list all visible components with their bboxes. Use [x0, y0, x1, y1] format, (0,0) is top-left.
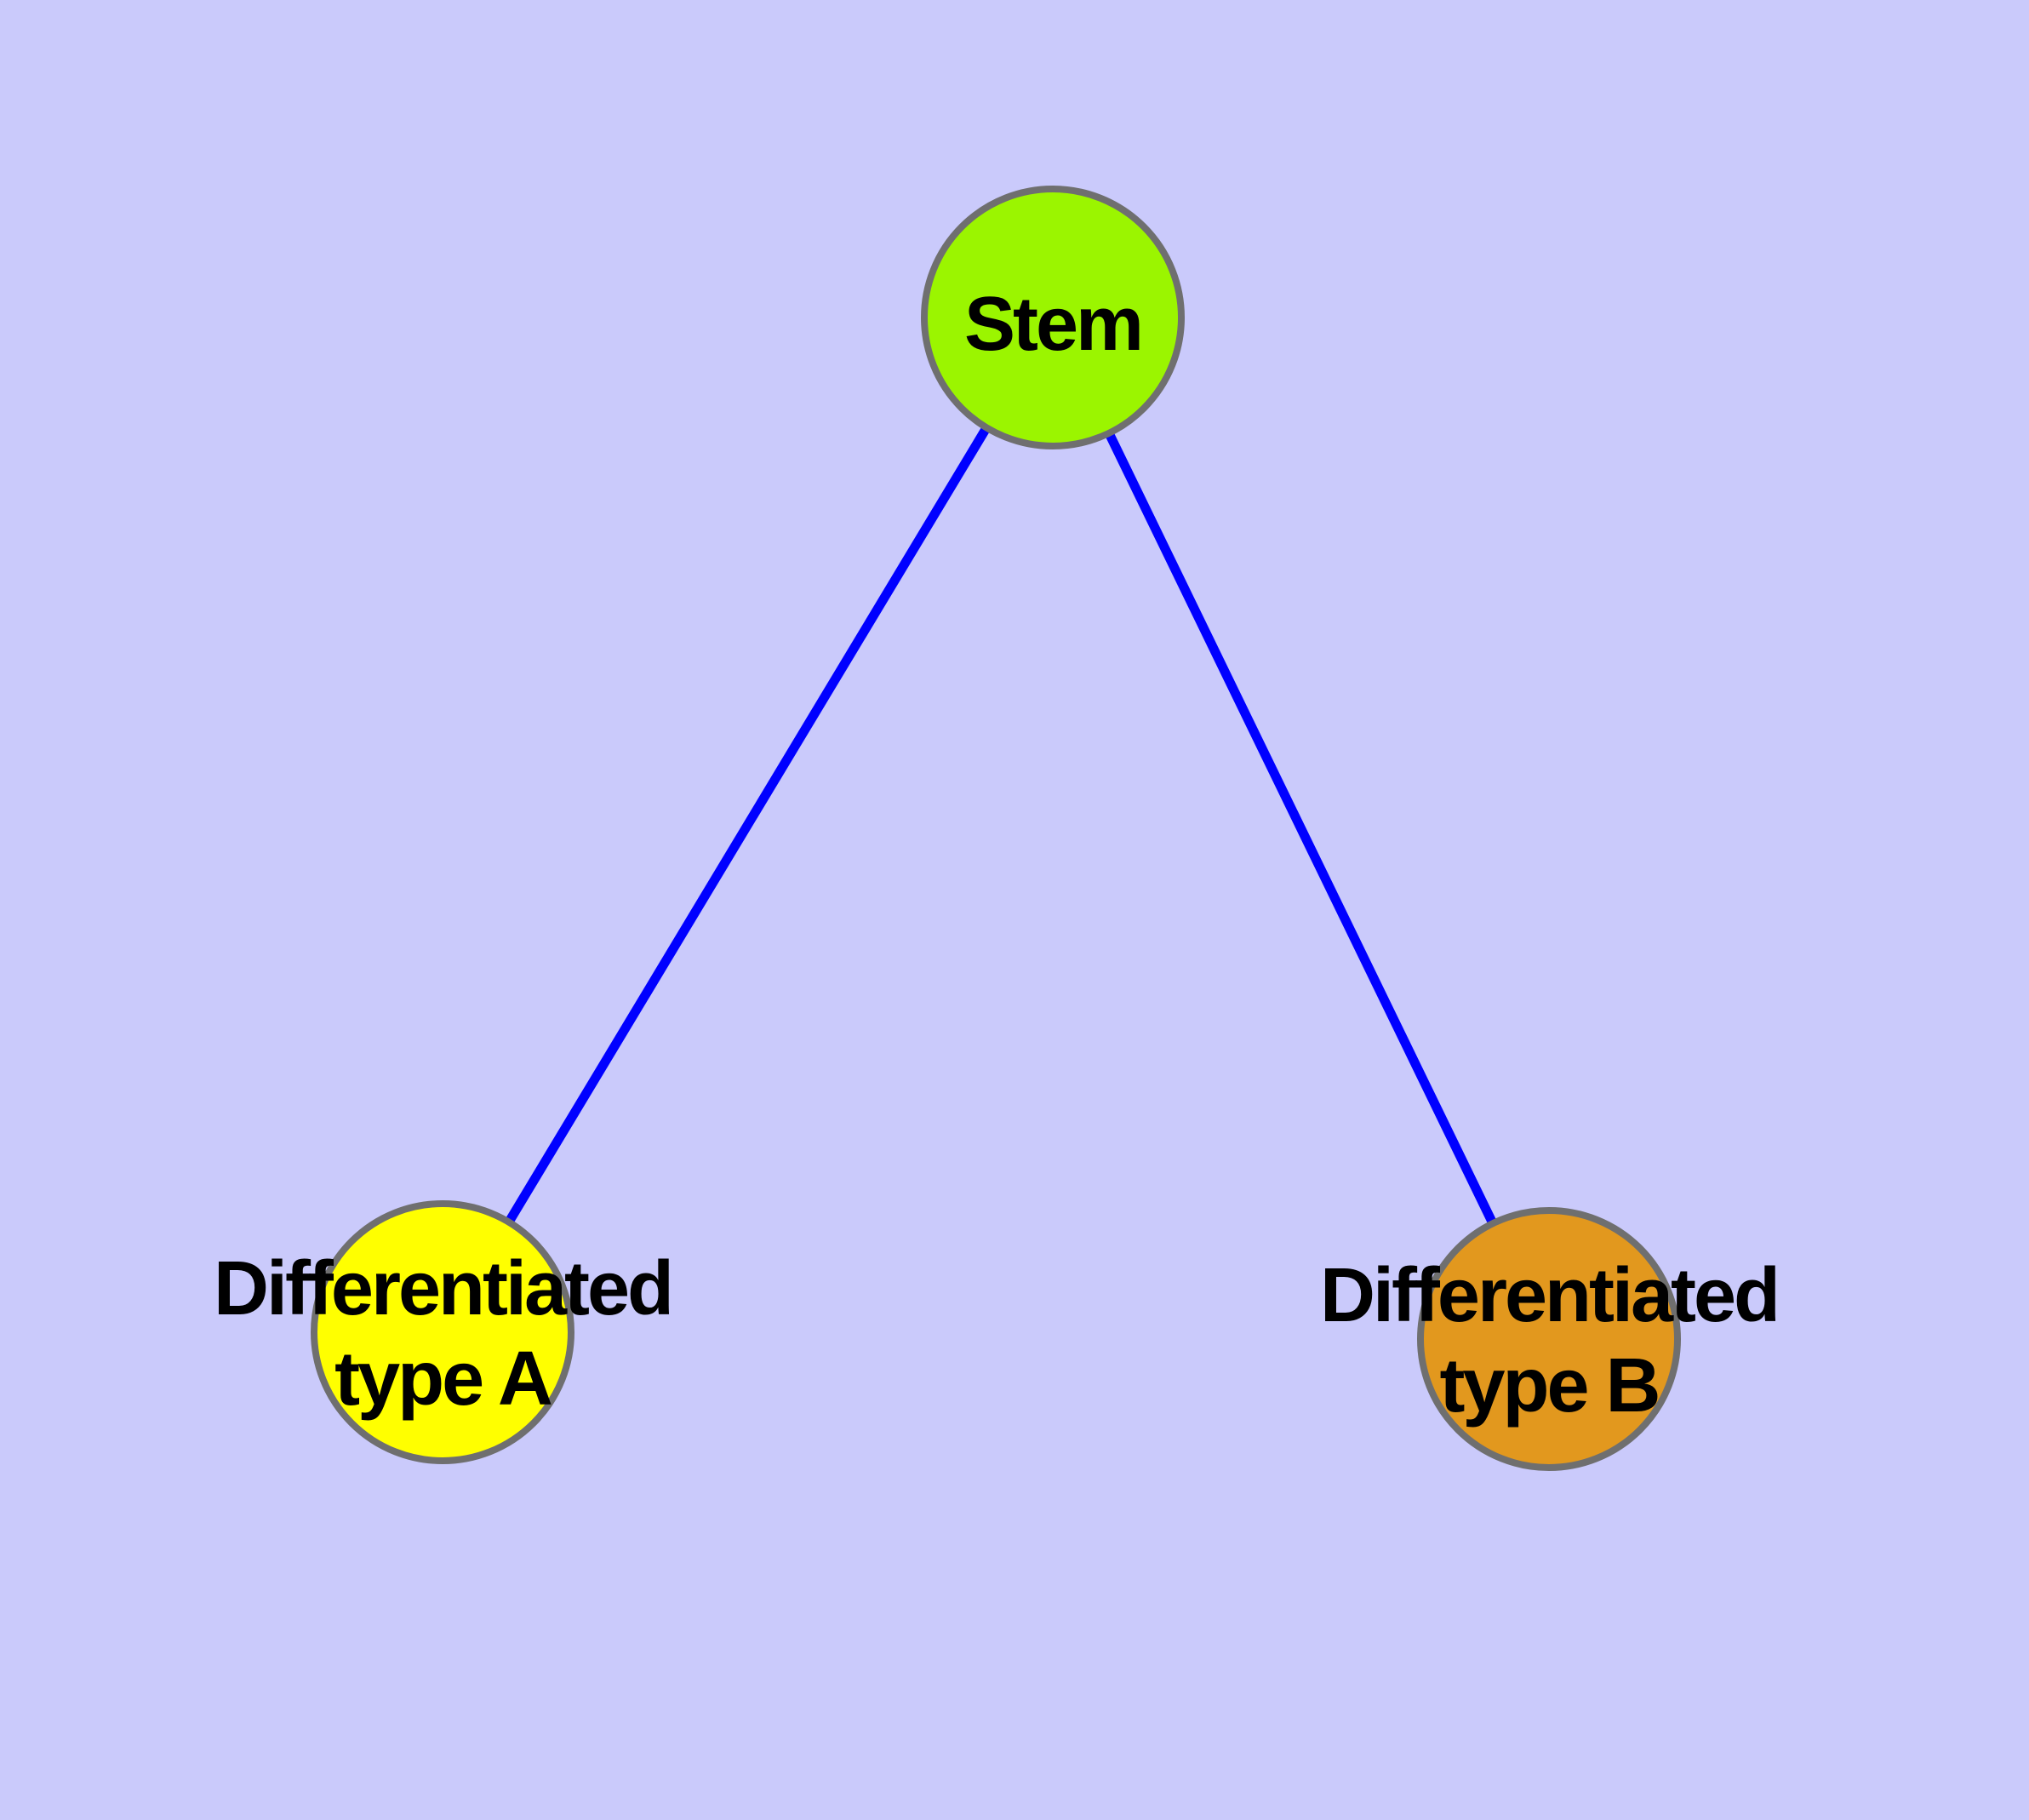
node-differentiated-type-b-circle[interactable]	[1417, 1207, 1681, 1471]
node-stem-label: Stem	[964, 282, 1141, 367]
node-stem[interactable]: Stem	[921, 186, 1185, 449]
node-stem-circle[interactable]	[921, 186, 1185, 449]
node-differentiated-type-b-label-line2: type B	[1439, 1343, 1658, 1428]
node-differentiated-type-b[interactable]: Differentiated type B	[1320, 1207, 1780, 1471]
edge-stem-to-differentiated-type-a[interactable]	[438, 315, 1057, 1335]
node-differentiated-type-a[interactable]: Differentiated type A	[214, 1200, 674, 1464]
edge-stem-to-differentiated-type-b[interactable]	[1049, 315, 1553, 1342]
node-differentiated-type-a-circle[interactable]	[311, 1200, 574, 1464]
node-differentiated-type-a-label-line2: type A	[334, 1336, 552, 1422]
node-differentiated-type-b-label-line1: Differentiated	[1320, 1253, 1778, 1338]
node-differentiated-type-a-label-line1: Differentiated	[214, 1246, 672, 1331]
